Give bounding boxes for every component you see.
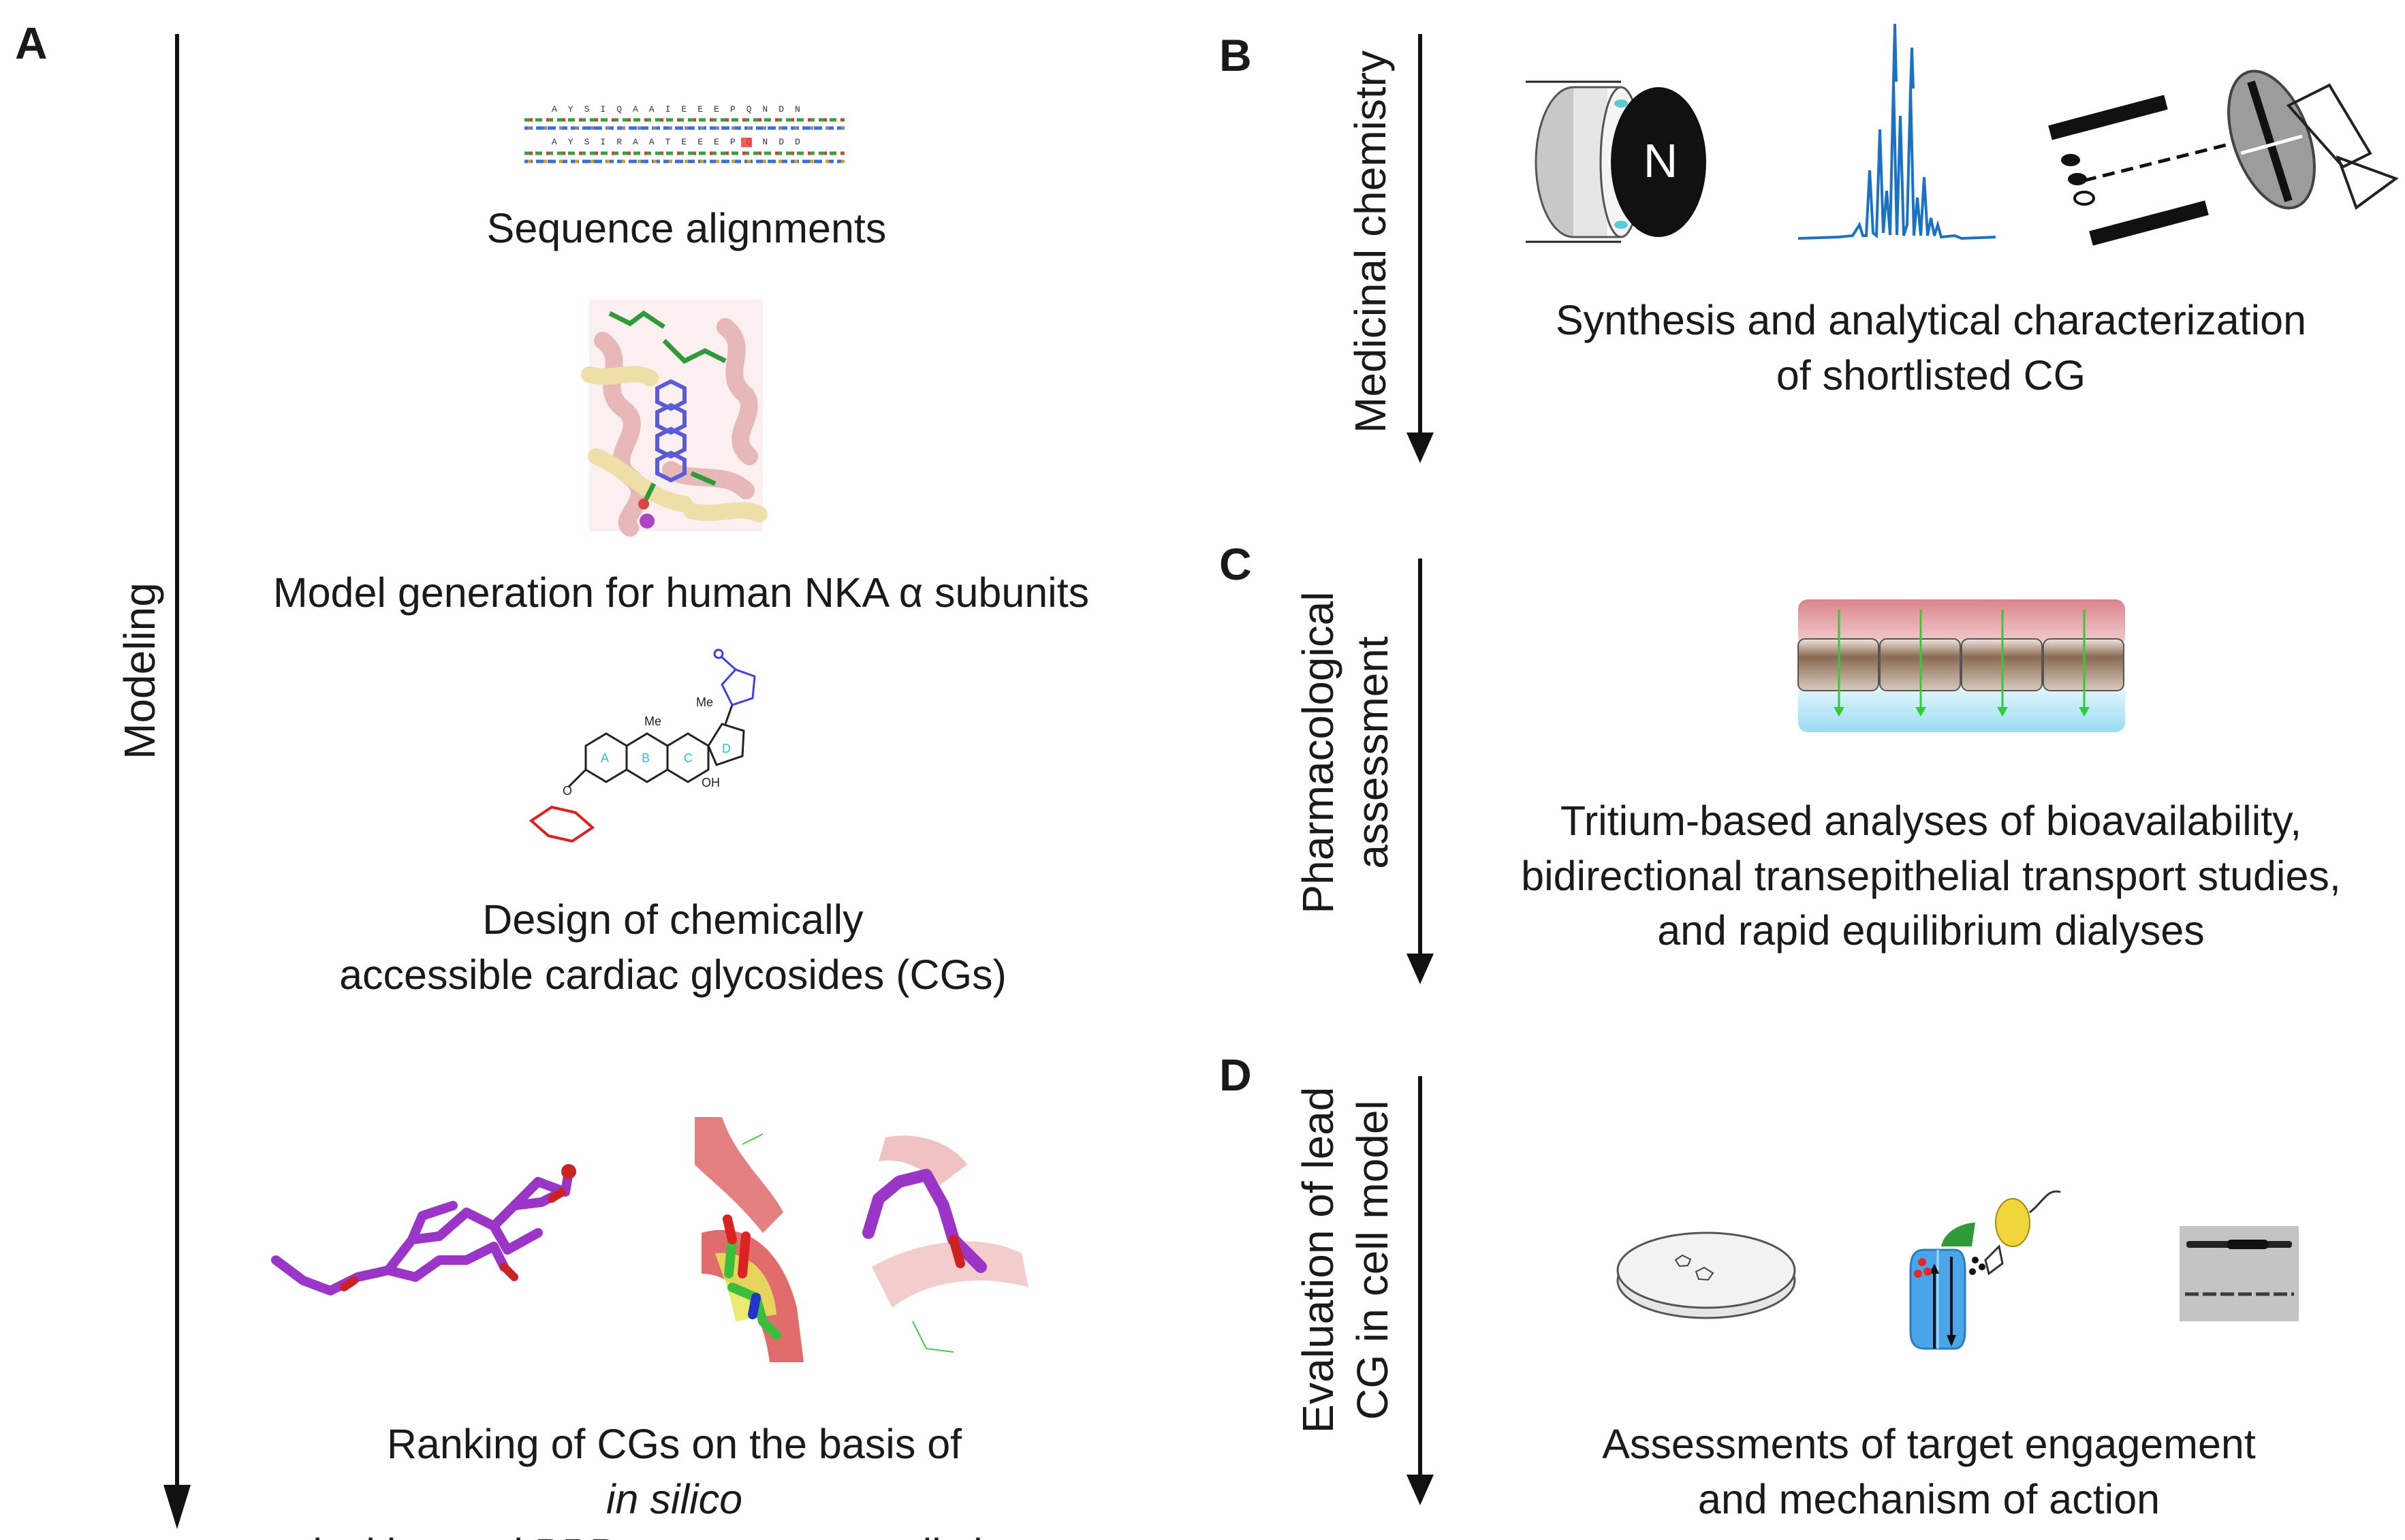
- panel-c-axis-label: Pharmacological assessment: [1293, 591, 1397, 914]
- panel-b-arrow: [1406, 34, 1434, 463]
- protein-model-image: [581, 300, 768, 537]
- panel-a-arrow: [163, 34, 191, 1529]
- western-blot-icon: [2180, 1226, 2299, 1321]
- panel-letter-a: A: [15, 18, 48, 68]
- hplc-icon: [2048, 69, 2399, 246]
- svg-text:N: N: [1644, 134, 1678, 187]
- transwell-epithelium-icon: [1797, 599, 2125, 732]
- panel-c-caption: Tritium-based analyses of bioavailabilit…: [1521, 798, 2341, 954]
- svg-text:AYSIQAAIEEEPQNDN: AYSIQAAIEEEPQNDN: [552, 104, 811, 114]
- cardiac-glycoside-structure: Me Me OH A B C D O: [529, 648, 756, 843]
- nmr-magnet-icon: N: [1526, 80, 1706, 243]
- panel-letter-d: D: [1219, 1050, 1252, 1100]
- panel-letter-b: B: [1219, 30, 1252, 80]
- mass-spectrum-icon: [1797, 23, 1996, 240]
- ranking-caption: Ranking of CGs on the basis of in silico…: [299, 1421, 1050, 1540]
- svg-text:Me: Me: [644, 714, 661, 728]
- panel-d-arrow: [1406, 1076, 1434, 1505]
- membrane-transporter-icon: [1909, 1190, 2061, 1350]
- docking-pocket-image: [695, 1117, 1028, 1362]
- panel-a-axis-label: Modeling: [115, 582, 164, 759]
- svg-text:Me: Me: [696, 695, 713, 709]
- petri-dish-icon: [1616, 1231, 1796, 1319]
- svg-text:AYSIRAATEEEPQNDD: AYSIRAATEEEPQNDD: [552, 137, 811, 147]
- panel-b-caption: Synthesis and analytical characterizatio…: [1556, 297, 2306, 398]
- panel-b-axis-label: Medicinal chemistry: [1346, 50, 1395, 433]
- svg-text:O: O: [563, 784, 572, 798]
- sequence-alignment-caption: Sequence alignments: [486, 205, 887, 251]
- panel-c-arrow: [1406, 559, 1434, 984]
- svg-text:A: A: [601, 751, 609, 765]
- panel-letter-c: C: [1219, 539, 1252, 589]
- sequence-alignment-image: AYSIQAAIEEEPQNDN AYSIRAATEEEPQNDD: [524, 104, 845, 163]
- panel-d-caption: Assessments of target engagement and mec…: [1602, 1421, 2256, 1522]
- svg-text:OH: OH: [702, 776, 720, 789]
- svg-text:D: D: [722, 742, 731, 755]
- glycoside-design-caption: Design of chemically accessible cardiac …: [339, 896, 1007, 998]
- docking-ligand-image: [271, 1164, 576, 1295]
- svg-text:B: B: [642, 751, 650, 765]
- svg-text:C: C: [684, 751, 693, 765]
- panel-d-axis-label: Evaluation of lead CG in cell model: [1293, 1086, 1397, 1434]
- protein-model-caption: Model generation for human NKA α subunit…: [272, 569, 1090, 616]
